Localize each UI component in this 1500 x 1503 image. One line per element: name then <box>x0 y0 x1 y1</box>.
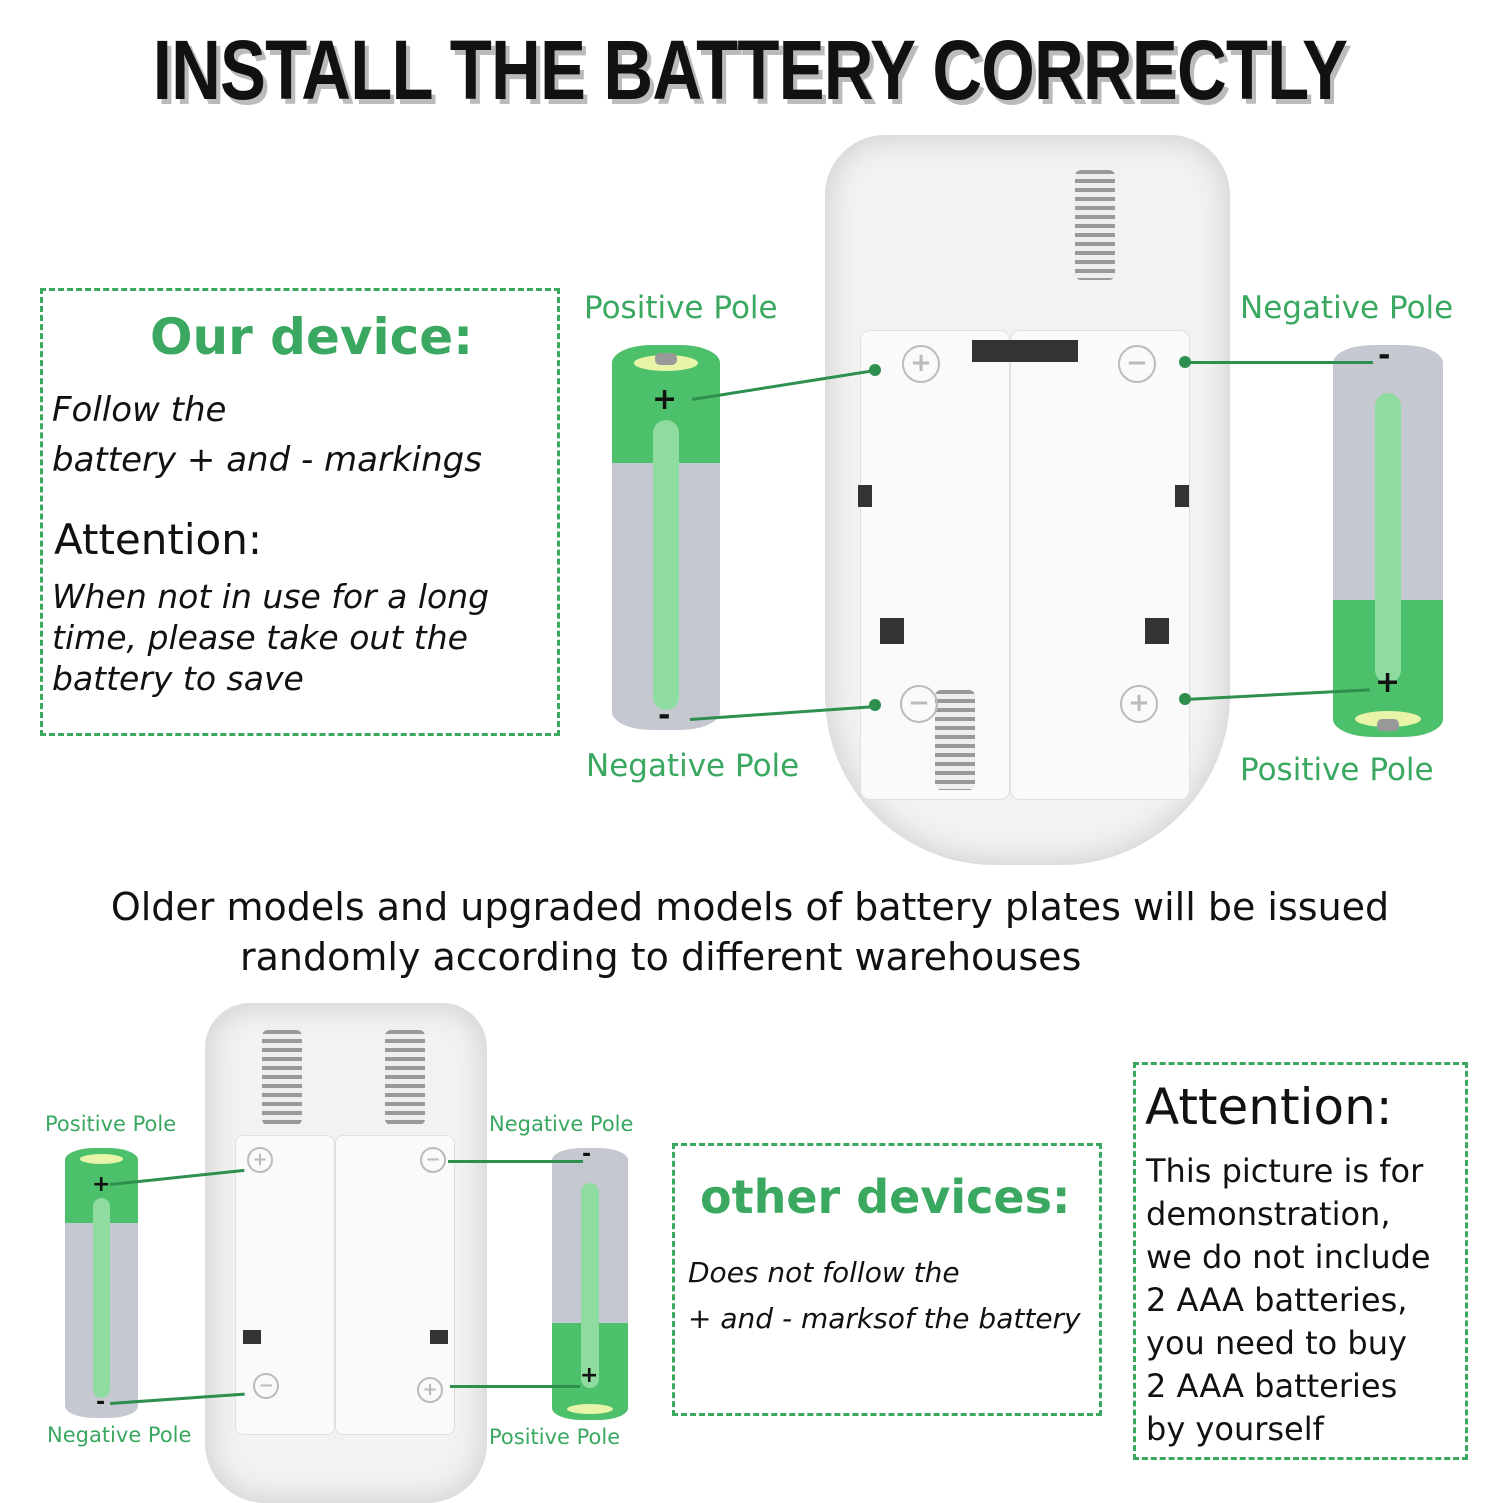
minus-sign: - <box>658 698 671 733</box>
notice-line: randomly according to different warehous… <box>240 935 1082 979</box>
positive-pole-label: Positive Pole <box>1240 752 1434 788</box>
other-devices-heading: other devices: <box>700 1170 1071 1224</box>
positive-pole-label: Positive Pole <box>489 1425 621 1449</box>
plus-sign: + <box>580 1363 599 1388</box>
minus-marking: − <box>1118 345 1156 383</box>
instruction-line: battery + and - markings <box>52 440 482 480</box>
attention-line: battery to save <box>52 659 304 698</box>
pointer-dot <box>869 699 881 711</box>
plus-marking: + <box>902 345 940 383</box>
battery-positive-down <box>1333 345 1443 737</box>
other-devices-line: + and - marksof the battery <box>688 1302 1081 1335</box>
instruction-line: Follow the <box>52 390 227 430</box>
pointer-line <box>1185 361 1373 364</box>
attention-box-heading: Attention: <box>1145 1078 1393 1136</box>
minus-sign: - <box>582 1142 592 1167</box>
clip <box>430 1330 448 1344</box>
negative-pole-label: Negative Pole <box>1240 290 1454 326</box>
pointer-dot <box>1179 693 1191 705</box>
minus-sign: - <box>96 1390 106 1415</box>
plus-sign: + <box>92 1172 111 1197</box>
plus-marking: + <box>247 1147 273 1173</box>
clip <box>1175 485 1189 507</box>
our-device-heading: Our device: <box>150 308 474 366</box>
spring-icon <box>935 690 975 790</box>
plus-marking: + <box>417 1377 443 1403</box>
attention-line: by yourself <box>1146 1410 1324 1448</box>
pointer-dot <box>869 364 881 376</box>
pointer-line <box>450 1385 580 1388</box>
negative-pole-label: Negative Pole <box>586 748 800 784</box>
positive-pole-label: Positive Pole <box>584 290 778 326</box>
attention-box-text: This picture is for demonstration, we do… <box>1146 1150 1431 1451</box>
attention-heading: Attention: <box>54 515 262 564</box>
other-devices-line: Does not follow the <box>688 1256 960 1289</box>
battery-positive-up <box>612 345 720 730</box>
attention-line: demonstration, <box>1146 1195 1391 1233</box>
pointer-dot <box>1179 356 1191 368</box>
spring-icon <box>385 1030 425 1125</box>
plus-sign: + <box>1375 665 1401 700</box>
clip <box>880 618 904 644</box>
small-battery-positive-down <box>552 1148 628 1420</box>
battery-slot <box>1010 330 1190 800</box>
battery-slot <box>235 1135 335 1435</box>
minus-marking: − <box>253 1373 279 1399</box>
page-title: INSTALL THE BATTERY CORRECTLY <box>152 23 1348 117</box>
attention-box <box>1133 1062 1468 1460</box>
attention-line: When not in use for a long <box>52 577 490 616</box>
spring-icon <box>1075 170 1115 280</box>
wire-slot <box>972 340 1078 362</box>
small-battery-positive-up <box>65 1148 138 1418</box>
attention-line: 2 AAA batteries, <box>1146 1281 1408 1319</box>
minus-marking: − <box>420 1147 446 1173</box>
pointer-line <box>448 1160 583 1163</box>
minus-marking: − <box>900 685 938 723</box>
attention-line: 2 AAA batteries <box>1146 1367 1398 1405</box>
clip <box>1145 618 1169 644</box>
spring-icon <box>262 1030 302 1125</box>
attention-line: time, please take out the <box>52 618 468 657</box>
our-device-box <box>40 288 560 736</box>
plus-sign: + <box>652 382 678 417</box>
clip <box>858 485 872 507</box>
attention-line: you need to buy <box>1146 1324 1407 1362</box>
attention-line: we do not include <box>1146 1238 1431 1276</box>
plus-marking: + <box>1120 685 1158 723</box>
negative-pole-label: Negative Pole <box>489 1112 634 1136</box>
clip <box>243 1330 261 1344</box>
attention-line: This picture is for <box>1146 1152 1424 1190</box>
negative-pole-label: Negative Pole <box>47 1423 192 1447</box>
other-devices-box <box>672 1143 1102 1416</box>
minus-sign: - <box>1378 338 1391 373</box>
notice-line: Older models and upgraded models of batt… <box>110 885 1390 929</box>
positive-pole-label: Positive Pole <box>45 1112 177 1136</box>
